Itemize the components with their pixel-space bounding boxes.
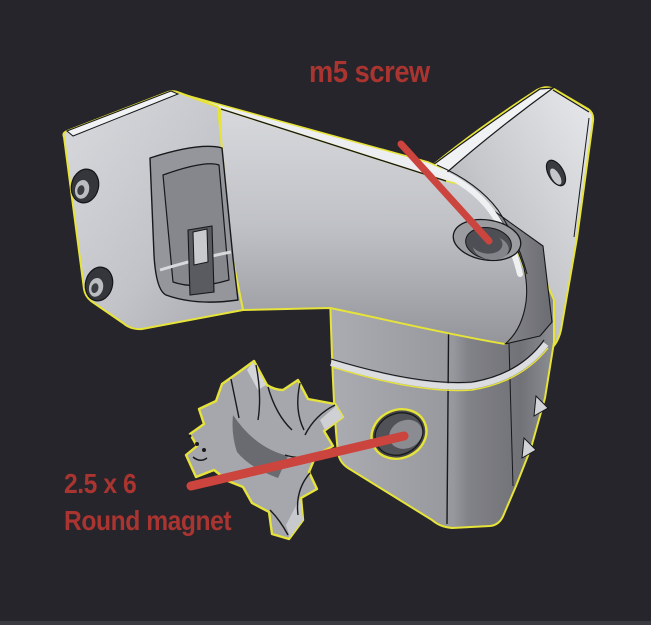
magnet-arrow xyxy=(186,431,409,491)
magnet-type-label: Round magnet xyxy=(64,505,232,536)
screw-arrow xyxy=(397,140,493,245)
clip-face-detail xyxy=(188,434,208,461)
mounting-plate xyxy=(62,90,244,331)
plate-recess xyxy=(149,145,239,303)
right-edge-tab xyxy=(521,436,537,459)
magnet-size-label: 2.5 x 6 xyxy=(64,468,137,499)
mounting-hole-bottom xyxy=(84,266,114,302)
back-plate-top-face xyxy=(431,87,556,175)
right-edge-tab xyxy=(533,394,549,417)
screw-annotation-label: m5 screw xyxy=(309,54,430,89)
body-seam xyxy=(330,339,549,392)
plate-top-face xyxy=(66,90,180,137)
back-plate-hole xyxy=(545,159,567,187)
clip-part xyxy=(184,359,345,541)
m5-screw-hole xyxy=(452,218,522,262)
mounting-hole-top xyxy=(70,168,100,204)
bottom-edge-strip xyxy=(0,621,651,625)
